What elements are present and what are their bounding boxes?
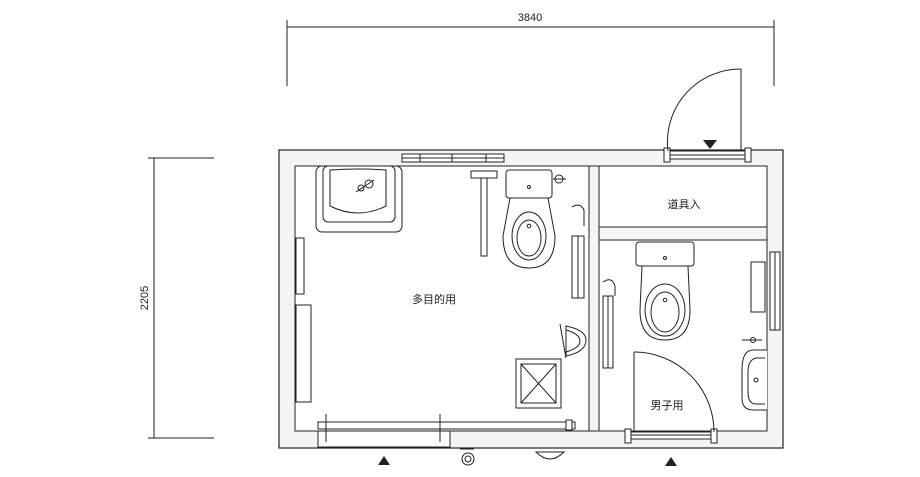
toilet-multipurpose bbox=[502, 169, 566, 269]
sliding-door bbox=[317, 414, 576, 466]
wall-fixture-1 bbox=[295, 237, 305, 295]
partition-vertical bbox=[588, 165, 600, 432]
hand-basin bbox=[741, 349, 767, 411]
baby-chair bbox=[559, 323, 587, 359]
faucet bbox=[742, 337, 762, 343]
storage-room bbox=[598, 165, 768, 228]
changing-box bbox=[515, 358, 562, 409]
room-label-storage: 道具入 bbox=[668, 197, 701, 211]
storage-door bbox=[663, 68, 752, 163]
wall-fixture-2 bbox=[295, 304, 312, 403]
height-dimension bbox=[148, 157, 214, 439]
mens-wall-fixture bbox=[750, 261, 766, 313]
sink bbox=[315, 165, 403, 233]
mens-right-window bbox=[769, 251, 781, 331]
width-label: 3840 bbox=[518, 12, 542, 24]
entrance-arrow-storage bbox=[703, 140, 717, 149]
top-window bbox=[401, 153, 505, 163]
width-dimension bbox=[286, 20, 775, 86]
entrance-arrow-mens bbox=[665, 457, 677, 466]
grab-bar-mens bbox=[602, 279, 616, 369]
mens-door bbox=[624, 351, 718, 444]
grab-bar-toilet bbox=[571, 204, 585, 299]
room-label-mens: 男子用 bbox=[651, 399, 684, 412]
room-label-multipurpose: 多目的用 bbox=[412, 292, 456, 306]
grab-bar-vertical bbox=[470, 170, 498, 257]
height-label: 2205 bbox=[139, 286, 151, 310]
partition-horizontal bbox=[598, 226, 768, 241]
toilet-mens bbox=[635, 241, 695, 341]
entrance-arrow-multipurpose bbox=[378, 456, 390, 465]
